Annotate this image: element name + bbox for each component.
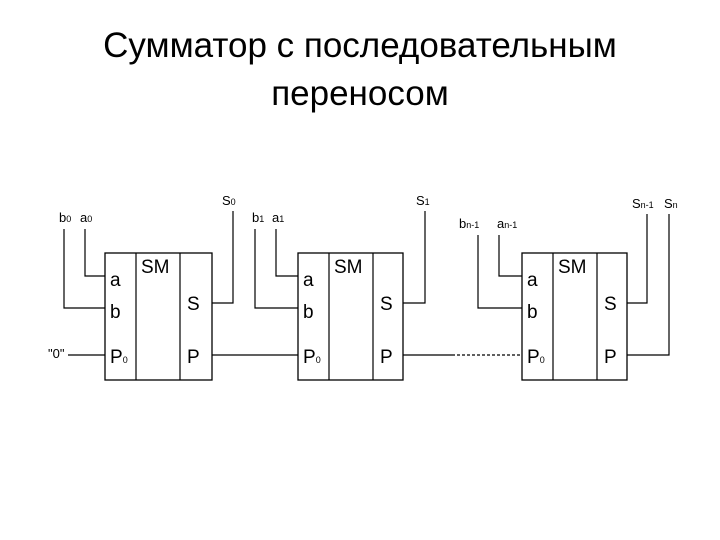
adder-block-n-1-input-a-label: an-1: [497, 216, 517, 231]
title-line-1: Сумматор с последовательным: [103, 26, 617, 65]
final-output-s-label: Sn: [664, 196, 678, 211]
adder-block-0-sm-label: SM: [141, 257, 170, 278]
adder-block-0-input-b-label: b0: [59, 210, 71, 225]
adder-block-n-1-pin-s: S: [604, 294, 617, 315]
adder-block-n-1-pin-a: a: [527, 270, 538, 291]
adder-block-n-1-outline: [521, 252, 628, 381]
adder-block-n-1-output-s-label: Sn-1: [632, 196, 654, 211]
adder-block-n-1-output-s-wire: [627, 214, 648, 304]
adder-block-1: SM a b S P0 P b1 a1 S1: [252, 193, 430, 381]
final-carry-wire: [627, 214, 670, 356]
adder-block-1-pin-b: b: [303, 302, 314, 323]
adder-block-n-1-input-b-wire: [477, 235, 522, 309]
adder-block-1-input-a-wire: [275, 229, 298, 277]
adder-block-0-outline: [104, 252, 213, 381]
adder-block-1-pin-a: a: [303, 270, 314, 291]
adder-block-0-pin-b: b: [110, 302, 121, 323]
adder-block-n-1-pin-p0: P0: [527, 347, 545, 368]
adder-block-1-input-a-label: a1: [272, 210, 284, 225]
adder-block-1-sm-label: SM: [334, 257, 363, 278]
adder-block-0-pin-p: P: [187, 347, 200, 368]
adder-block-1-input-b-label: b1: [252, 210, 264, 225]
adder-block-1-pin-p0: P0: [303, 347, 321, 368]
adder-block-n-1: SM a b S P0 P bn-1 an-1 Sn-1: [459, 196, 654, 381]
adder-block-0-pin-s: S: [187, 294, 200, 315]
adder-block-1-output-s-label: S1: [416, 193, 430, 208]
adder-block-1-pin-s: S: [380, 294, 393, 315]
adder-block-n-1-sm-label: SM: [558, 257, 587, 278]
adder-block-1-input-b-wire: [254, 229, 298, 309]
carry-in-label: "0": [48, 346, 65, 361]
adder-block-0: SM a b S P0 P b0 a0 S0: [59, 193, 236, 381]
adder-block-1-pin-p: P: [380, 347, 393, 368]
adder-block-0-output-s-wire: [212, 211, 234, 304]
adder-block-1-outline: [297, 252, 404, 381]
adder-block-n-1-input-a-wire: [498, 235, 522, 277]
adder-block-n-1-pin-b: b: [527, 302, 538, 323]
adder-block-0-pin-a: a: [110, 270, 121, 291]
adder-block-0-pin-p0: P0: [110, 347, 128, 368]
adder-block-1-output-s-wire: [403, 211, 426, 304]
title-line-2: переносом: [271, 74, 449, 113]
adder-block-n-1-input-b-label: bn-1: [459, 216, 479, 231]
adder-block-0-input-a-label: a0: [80, 210, 92, 225]
adder-block-0-input-a-wire: [84, 229, 105, 277]
page-title: Сумматор с последовательным переносом: [0, 22, 720, 118]
adder-block-0-input-b-wire: [63, 229, 105, 309]
adder-block-0-output-s-label: S0: [222, 193, 236, 208]
adder-block-n-1-pin-p: P: [604, 347, 617, 368]
